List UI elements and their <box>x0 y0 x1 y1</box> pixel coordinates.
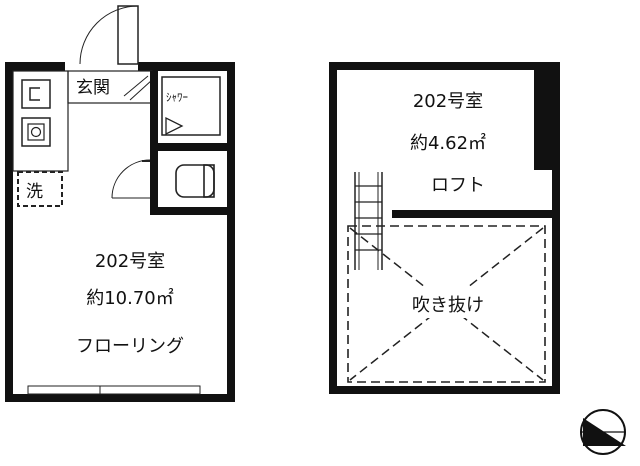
void-label: 吹き抜け <box>412 295 484 316</box>
loft-edge-wall <box>392 210 552 218</box>
washer-label: 洗 <box>26 182 43 202</box>
ladder-icon <box>354 172 383 270</box>
loft-bottom-wall <box>329 386 560 394</box>
left-wall <box>5 62 13 402</box>
loft-name-label: ロフト <box>431 175 485 196</box>
top-wall-right <box>138 62 235 71</box>
loft-right-wall <box>552 62 560 394</box>
loft-top-wall <box>329 62 560 70</box>
entrance-label: 玄関 <box>76 78 110 98</box>
loft-room-number-label: 202号室 <box>413 91 483 112</box>
bottom-wall <box>5 394 235 402</box>
kitchen-counter <box>12 70 69 172</box>
loft-left-wall <box>329 62 337 394</box>
room-area-label: 約10.70㎡ <box>86 287 174 309</box>
north-arrow-icon <box>580 409 626 455</box>
window <box>27 385 201 395</box>
floor-type-label: フローリング <box>76 336 184 357</box>
stove-icon <box>21 117 51 147</box>
shower-label: ｼｬﾜｰ <box>166 91 188 104</box>
first-floor-plan: 玄関 洗 ｼｬﾜｰ <box>5 5 235 402</box>
sink-icon <box>21 79 51 109</box>
toilet-icon <box>175 164 215 198</box>
loft-area-label: 約4.62㎡ <box>410 132 486 154</box>
entrance-door <box>79 5 139 65</box>
right-wall <box>227 62 235 402</box>
loft-plan: 202号室 約4.62㎡ ロフト 吹き抜け <box>329 62 560 394</box>
shower-room: ｼｬﾜｰ <box>150 71 235 151</box>
top-wall-left <box>5 62 65 71</box>
washer-space: 洗 <box>17 171 63 207</box>
room-number-label: 202号室 <box>95 251 165 272</box>
void-area: 吹き抜け <box>347 225 546 383</box>
toilet-room <box>111 151 235 215</box>
